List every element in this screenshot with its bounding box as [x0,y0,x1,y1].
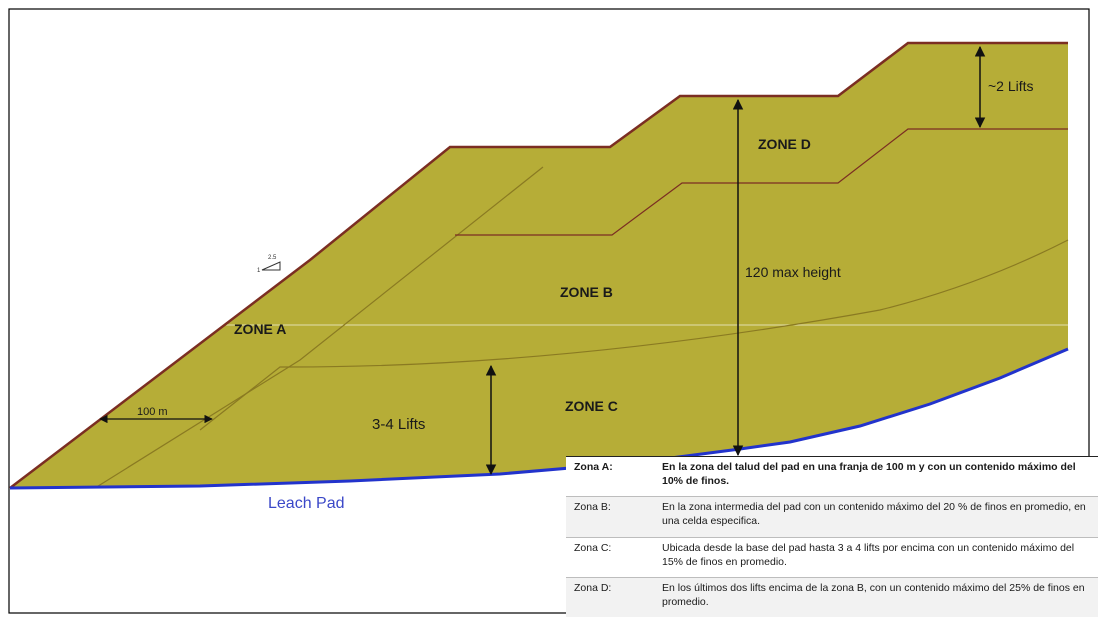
pad-outline [9,41,1068,489]
zone-name-cell: Zona C: [566,536,654,578]
zone-b-d-boundary [455,128,1068,236]
zones-description-table: Zona A: En la zona del talud del pad en … [566,455,1098,617]
table-row: Zona D: En los últimos dos lifts encima … [566,576,1098,617]
zone-d-label: ZONE D [758,136,811,152]
zone-c-label: ZONE C [565,398,618,414]
zone-c-top-boundary [199,239,1069,431]
zone-name-cell: Zona B: [566,496,654,538]
table-row: Zona C: Ubicada desde la base del pad ha… [566,536,1098,578]
zone-a-label: ZONE A [234,321,286,337]
max-height-label: 120 max height [745,264,841,280]
table-row: Zona A: En la zona del talud del pad en … [566,455,1098,497]
zone-description-cell: Ubicada desde la base del pad hasta 3 a … [654,536,1098,578]
zone-b-label: ZONE B [560,284,613,300]
slope-ratio-side: 1 [257,268,261,274]
three-four-lifts-label: 3-4 Lifts [372,416,425,433]
slope-ratio-top: 2.5 [268,255,277,261]
hundred-m-label: 100 m [137,406,168,418]
zone-description-cell: En los últimos dos lifts encima de la zo… [654,576,1098,617]
zone-dividers [94,166,1069,489]
zone-description-cell: En la zona intermedia del pad con un con… [654,496,1098,538]
zone-description-cell: En la zona del talud del pad en una fran… [654,455,1098,497]
slope-ratio-symbol: 2.5 1 [257,255,281,274]
two-lifts-label: ~2 Lifts [988,78,1034,94]
zone-name-cell: Zona D: [566,576,654,617]
pad-body [10,43,1068,488]
table-row: Zona B: En la zona intermedia del pad co… [566,496,1098,538]
zone-name-cell: Zona A: [566,455,654,497]
leach-pad-label: Leach Pad [268,495,345,512]
zone-a-inner-boundary [94,166,544,489]
